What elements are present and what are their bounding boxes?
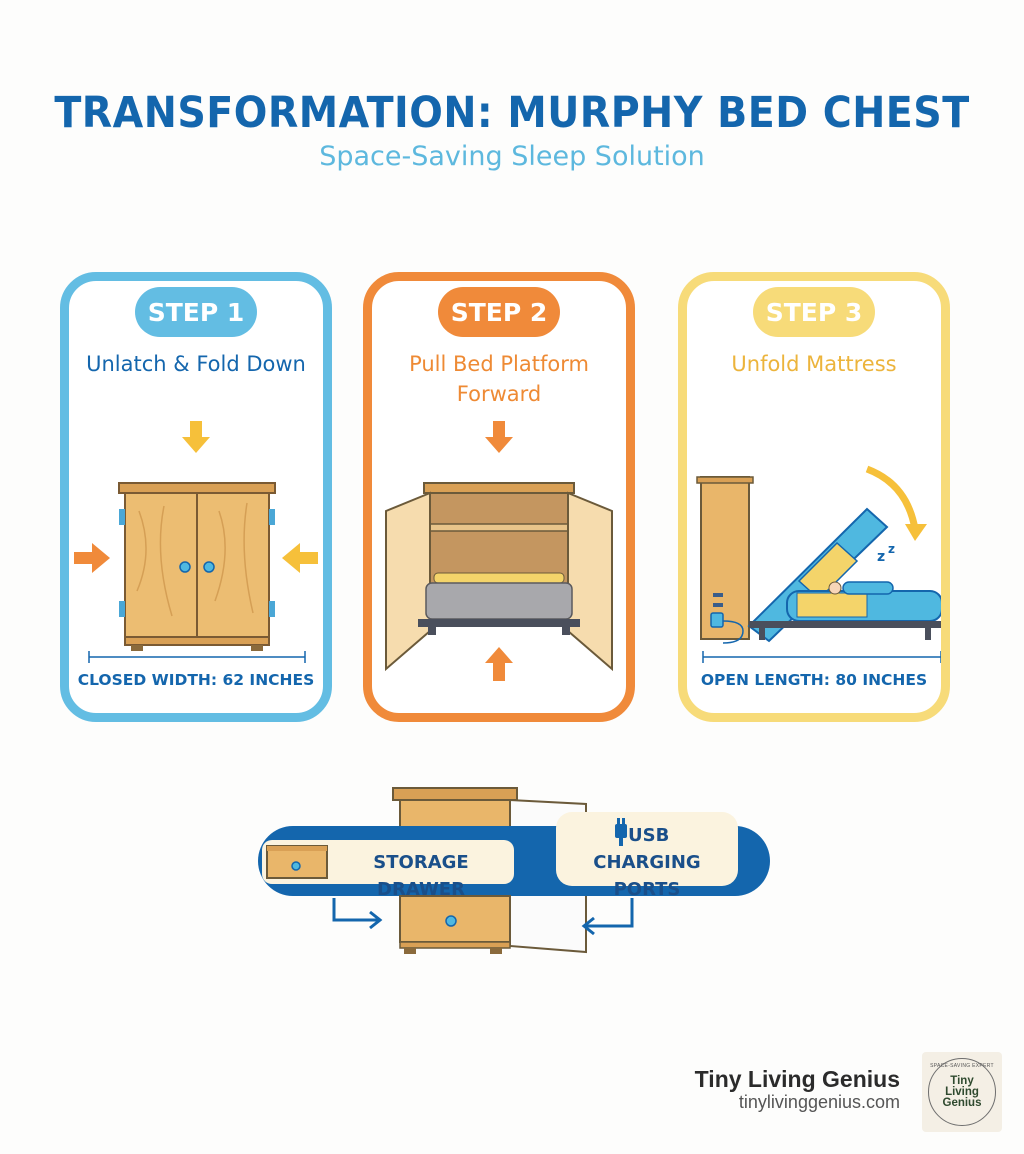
feature-illustration — [258, 787, 770, 954]
badge-arc-text: SPACE-SAVING EXPERT — [930, 1063, 994, 1069]
badge-line-2: Living — [945, 1086, 979, 1098]
badge-line-3: Genius — [942, 1097, 982, 1109]
measure-line — [88, 651, 306, 663]
page-subtitle: Space-Saving Sleep Solution — [319, 141, 705, 172]
badge-line-1: Tiny — [950, 1075, 974, 1087]
down-arrow-icon — [485, 421, 513, 453]
brand-logo-badge: SPACE-SAVING EXPERT Tiny Living Genius — [922, 1052, 1002, 1132]
step-1-card: STEP 1 Unlatch & Fold Down — [60, 272, 332, 722]
badge-ring — [928, 1058, 996, 1126]
step-3-badge: STEP 3 — [753, 287, 875, 337]
closed-width-label: CLOSED WIDTH: 62 INCHES — [77, 671, 315, 689]
down-arrow-icon — [182, 421, 210, 453]
curved-arrow-icon — [865, 465, 927, 541]
bed-open-illustration: z z — [696, 465, 941, 663]
right-arrow-icon — [74, 543, 110, 573]
sleep-z-icon: z — [877, 549, 885, 565]
storage-drawer-label: STORAGE DRAWER — [373, 852, 469, 900]
step-2-badge: STEP 2 — [438, 287, 560, 337]
step-2-card: STEP 2 Pull Bed Platform Forward — [363, 272, 635, 722]
measure-line — [702, 651, 941, 663]
closed-chest-illustration — [74, 421, 318, 663]
chest-icon — [118, 482, 276, 651]
step-3-card: STEP 3 Unfold Mattress z z — [678, 272, 950, 722]
brand-url: tinylivinggenius.com — [738, 1092, 900, 1112]
left-arrow-icon — [282, 543, 318, 573]
drawer-arrow-icon — [332, 898, 383, 930]
brand-name: Tiny Living Genius — [694, 1066, 900, 1092]
open-chest-illustration — [385, 421, 613, 681]
step-1-badge: STEP 1 — [135, 287, 257, 337]
step-2-title: Pull Bed Platform Forward — [409, 352, 589, 406]
up-arrow-icon — [485, 647, 513, 681]
bed-icon — [696, 476, 941, 644]
step-3-title: Unfold Mattress — [731, 352, 897, 376]
svg-text:z: z — [888, 542, 895, 556]
open-length-label: OPEN LENGTH: 80 INCHES — [700, 671, 928, 689]
usb-label-line2: CHARGING PORTS — [593, 852, 701, 900]
open-cabinet-icon — [385, 482, 613, 672]
plug-icon — [615, 818, 627, 846]
usb-label-line1: USB — [628, 825, 670, 846]
badge-text: Tiny Living Genius — [922, 1075, 1002, 1109]
usb-arrow-icon — [581, 898, 634, 936]
page-title: TRANSFORMATION: MURPHY BED CHEST — [54, 88, 970, 138]
step-1-title: Unlatch & Fold Down — [86, 352, 306, 376]
